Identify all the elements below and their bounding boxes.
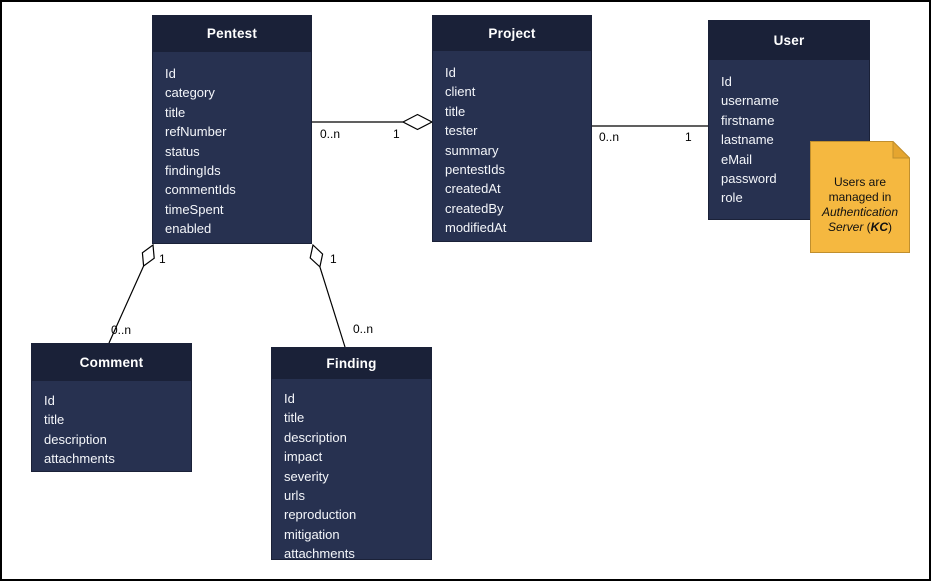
entity-user-fields: Id username firstname lastname eMail pas… bbox=[708, 60, 870, 208]
entity-comment-title: Comment bbox=[31, 343, 192, 381]
field: title bbox=[165, 104, 186, 120]
sticky-note-text: Users are managed in Authentication Serv… bbox=[821, 175, 899, 234]
multiplicity-pentest-project-target: 1 bbox=[393, 127, 400, 141]
field: attachments bbox=[284, 546, 355, 562]
field: Id bbox=[44, 393, 55, 408]
field: lastname bbox=[721, 132, 774, 148]
entity-comment[interactable]: Comment Id title description attachments bbox=[31, 343, 192, 472]
field: reproduction bbox=[284, 507, 357, 523]
field: category bbox=[165, 85, 215, 101]
field: eMail bbox=[721, 151, 753, 167]
field: Id bbox=[721, 74, 732, 89]
multiplicity-pentest-comment-source: 1 bbox=[159, 252, 166, 266]
field: impact bbox=[284, 449, 323, 465]
entity-project[interactable]: Project Id client title tester summary p… bbox=[432, 15, 592, 242]
entity-project-fields: Id client title tester summary pentestId… bbox=[432, 51, 592, 238]
note-fold-corner bbox=[892, 140, 911, 159]
field: tester bbox=[445, 123, 478, 139]
field: password bbox=[721, 171, 777, 187]
field: pentestIds bbox=[445, 162, 505, 178]
field: title bbox=[44, 412, 65, 428]
field: modifiedAt bbox=[445, 220, 507, 236]
entity-finding-title: Finding bbox=[271, 347, 432, 379]
aggregation-diamond-pentest-finding[interactable] bbox=[309, 243, 324, 269]
field: Id bbox=[165, 66, 176, 81]
entity-comment-fields: Id title description attachments bbox=[31, 381, 192, 469]
entity-pentest-title: Pentest bbox=[152, 15, 312, 52]
field: title bbox=[284, 410, 305, 426]
field: createdAt bbox=[445, 181, 501, 197]
field: severity bbox=[284, 468, 329, 484]
field: urls bbox=[284, 488, 305, 504]
aggregation-diamond-project[interactable] bbox=[401, 113, 434, 131]
sticky-note-shape bbox=[810, 140, 911, 253]
entity-user-title: User bbox=[708, 20, 870, 60]
field: username bbox=[721, 93, 779, 109]
multiplicity-project-user-target: 1 bbox=[685, 130, 692, 144]
field: role bbox=[721, 190, 743, 206]
entity-finding[interactable]: Finding Id title description impact seve… bbox=[271, 347, 432, 561]
field: findingIds bbox=[165, 163, 221, 179]
field: firstname bbox=[721, 112, 775, 128]
field: timeSpent bbox=[165, 201, 224, 217]
entity-pentest-fields: Id category title refNumber status findi… bbox=[152, 52, 312, 239]
field: title bbox=[445, 103, 466, 119]
multiplicity-pentest-finding-source: 1 bbox=[330, 252, 337, 266]
field: refNumber bbox=[165, 124, 227, 140]
field: enabled bbox=[165, 221, 212, 237]
field: commentIds bbox=[165, 182, 236, 198]
field: client bbox=[445, 84, 476, 100]
entity-pentest[interactable]: Pentest Id category title refNumber stat… bbox=[152, 15, 312, 244]
field: Id bbox=[284, 391, 295, 406]
multiplicity-project-user-source: 0..n bbox=[599, 130, 620, 144]
multiplicity-pentest-finding-target: 0..n bbox=[353, 322, 374, 336]
field: mitigation bbox=[284, 526, 340, 542]
field: description bbox=[44, 431, 107, 447]
field: description bbox=[284, 429, 347, 445]
aggregation-diamond-pentest-comment[interactable] bbox=[141, 243, 155, 268]
field: createdBy bbox=[445, 200, 504, 216]
field: status bbox=[165, 143, 200, 159]
field: Id bbox=[445, 65, 456, 80]
multiplicity-pentest-project-source: 0..n bbox=[320, 127, 341, 141]
multiplicity-pentest-comment-target: 0..n bbox=[111, 323, 132, 337]
edge-pentest-finding[interactable] bbox=[319, 266, 346, 348]
field: summary bbox=[445, 142, 499, 158]
entity-project-title: Project bbox=[432, 15, 592, 51]
field: attachments bbox=[44, 451, 115, 467]
sticky-note[interactable]: Users are managed in Authentication Serv… bbox=[810, 140, 911, 253]
entity-finding-fields: Id title description impact severity url… bbox=[271, 379, 432, 564]
